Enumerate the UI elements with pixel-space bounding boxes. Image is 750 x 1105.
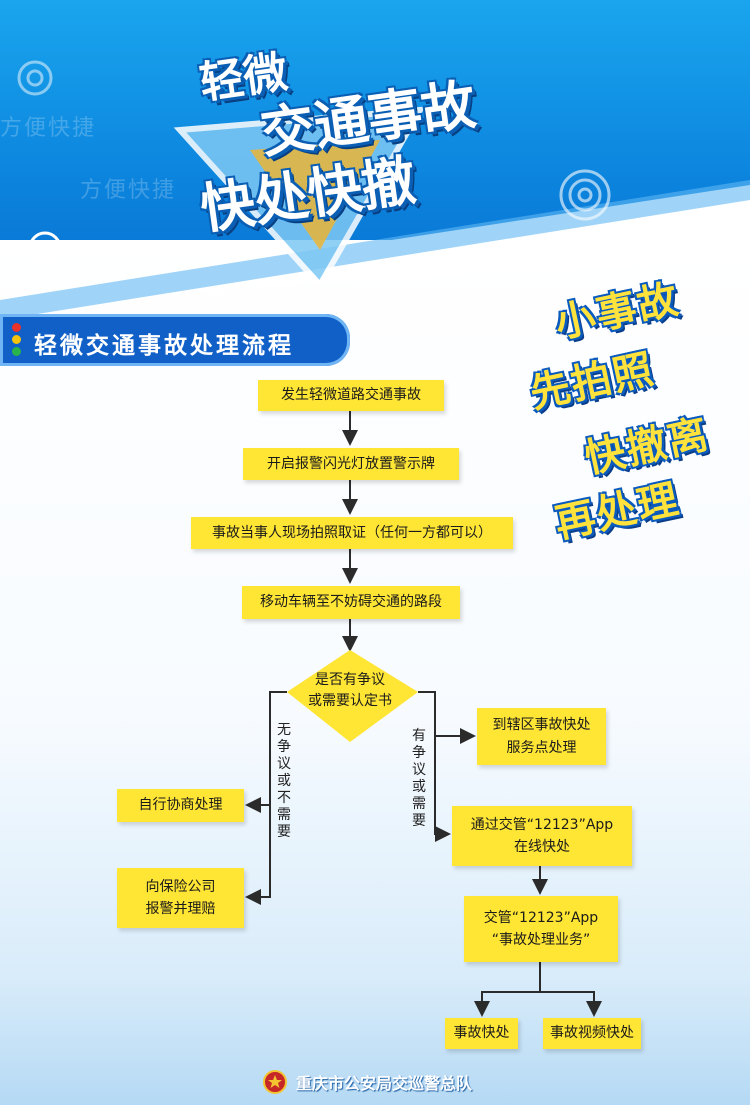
leaf-video: 事故视频快处 [543,1018,641,1049]
connector [245,805,271,905]
connector [418,691,476,744]
section-banner [0,314,350,366]
section-title: 轻微交通事故处理流程 [34,333,294,359]
branch-label-left: 无争议或不需要 [277,722,291,840]
step-warning: 开启报警闪光灯放置警示牌 [243,448,459,480]
right-app-online: 通过交管“12123”App 在线快处 [452,806,632,866]
footer-org: 重庆市公安局交巡警总队 [296,1074,473,1093]
leaf-quick: 事故快处 [445,1018,518,1049]
left-self-negotiate: 自行协商处理 [117,789,244,822]
traffic-light-icon [9,320,23,359]
connector [245,691,287,813]
step-move: 移动车辆至不妨碍交通的路段 [242,586,460,619]
decision-diamond [287,650,418,742]
footer: 重庆市公安局交巡警总队 [262,1068,472,1096]
step-photo: 事故当事人现场拍照取证（任何一方都可以） [191,517,513,549]
right-app-business: 交管“12123”App “事故处理业务” [464,896,618,962]
step-occur: 发生轻微道路交通事故 [258,380,444,411]
connector [434,736,451,842]
connector [474,962,541,1017]
ring-decor-icon [559,169,611,221]
bg-text: 方便快捷 [80,178,177,203]
left-insurance: 向保险公司 报警并理赔 [117,868,244,928]
bg-text: 方便快捷 [0,116,97,141]
decision-label: 是否有争议 或需要认定书 [308,672,392,709]
ring-decor-icon [17,60,53,96]
branch-label-right: 有争议或需要 [412,728,426,829]
police-emblem-icon [263,1070,287,1094]
connector [540,991,602,1017]
right-service-point: 到辖区事故快处 服务点处理 [477,708,606,765]
ring-decor-icon [28,231,62,265]
